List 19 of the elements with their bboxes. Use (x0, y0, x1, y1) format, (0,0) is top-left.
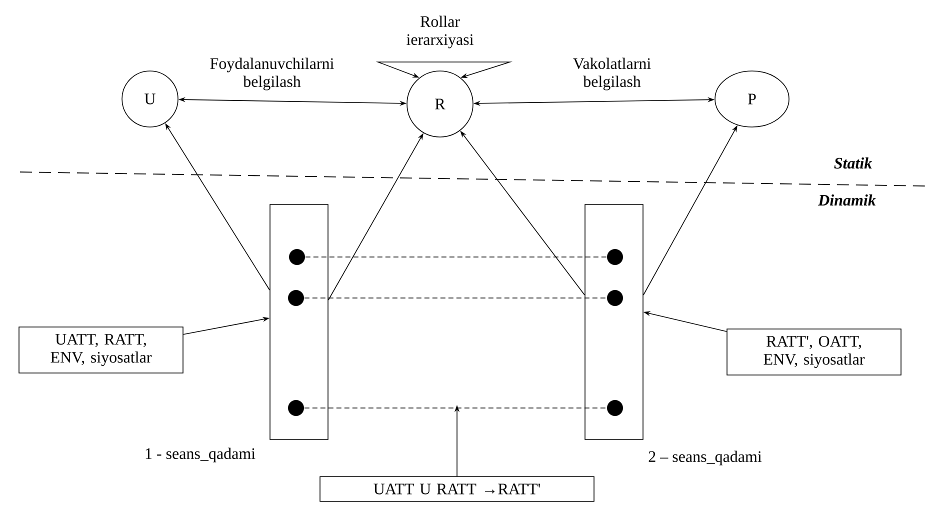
edge-label: Foydalanuvchilarni belgilash (210, 58, 334, 90)
text-box: UATT U RATT →RATT' (320, 476, 594, 502)
dot (288, 290, 304, 306)
edge-label: Rollar ierarxiyasi (406, 16, 474, 48)
dot (289, 249, 305, 265)
level-label: Dinamik (818, 194, 876, 206)
dot (607, 290, 623, 306)
dot (607, 249, 623, 265)
session-box (584, 204, 644, 440)
dot (607, 400, 623, 416)
text-box: RATT', OATT, ENV, siyosatlar (726, 328, 902, 376)
arrow (376, 62, 513, 78)
level-label: Statik (834, 157, 872, 169)
session-caption: 2 – seans_qadami (648, 450, 762, 466)
text-box: UATT, RATT, ENV, siyosatlar (18, 326, 184, 374)
edge-label: Vakolatlarni belgilash (573, 58, 651, 90)
session-box (270, 204, 328, 440)
session-caption: 1 - seans_qadami (146, 448, 256, 462)
dot (288, 400, 304, 416)
